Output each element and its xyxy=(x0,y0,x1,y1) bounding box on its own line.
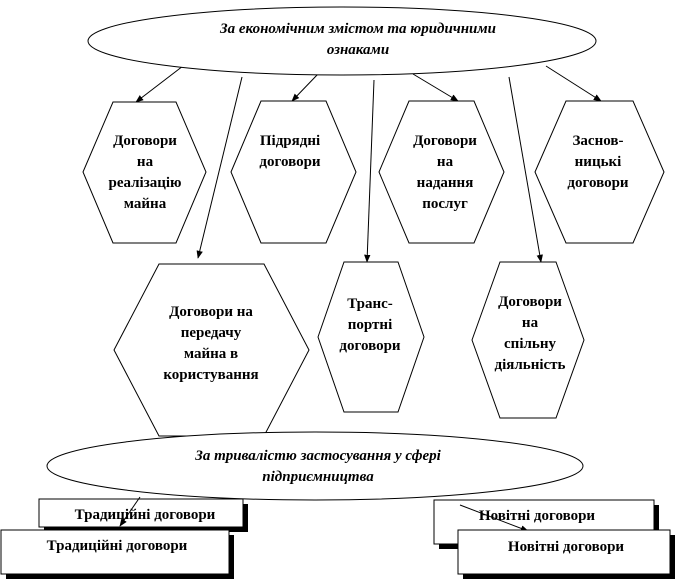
connector-arrows xyxy=(135,65,602,263)
arrow-to-transport xyxy=(364,79,375,263)
box-traditional-front: Традиційні договори xyxy=(0,529,234,579)
arrow-to-contracting xyxy=(291,73,319,102)
hex-use-transfer-line4: користування xyxy=(163,367,258,383)
bottom-ellipse-line2: підприємництва xyxy=(262,469,374,485)
hex-services-line1: Договори xyxy=(413,133,477,149)
arrow-to-joint-activity xyxy=(508,76,543,263)
hex-founding-line2: ницькі xyxy=(575,154,622,170)
hex-realization-line3: реалізацію xyxy=(108,175,181,191)
box-new-front: Новітні договори xyxy=(457,529,675,579)
arrow-to-new xyxy=(459,504,529,532)
hex-realization-line2: на xyxy=(137,154,154,170)
arrow-to-use-transfer xyxy=(196,76,243,259)
hexagon-founding: Заснов- ницькі договори xyxy=(534,100,665,244)
hex-joint-activity-line2: на xyxy=(522,315,539,331)
hex-founding-line1: Заснов- xyxy=(573,133,624,149)
hex-joint-activity-line3: спільну xyxy=(504,336,556,352)
box-traditional-back-label: Традиційні договори xyxy=(75,507,216,523)
top-ellipse-line2: ознаками xyxy=(327,42,389,58)
hex-realization-line1: Договори xyxy=(113,133,177,149)
bottom-criterion-ellipse: За тривалістю застосування у сфері підпр… xyxy=(46,431,584,501)
arrow-to-realization xyxy=(135,65,184,103)
hex-use-transfer-line1: Договори на xyxy=(169,304,253,320)
hex-services-line3: надання xyxy=(417,175,474,191)
hex-services-line4: послуг xyxy=(422,196,468,212)
hex-transport-line3: договори xyxy=(339,338,400,354)
box-traditional-back: Традиційні договори xyxy=(38,498,248,532)
hex-founding-line3: договори xyxy=(567,175,628,191)
hexagon-use-transfer: Договори на передачу майна в користуванн… xyxy=(113,263,310,437)
hexagon-transport: Транс- портні договори xyxy=(317,261,425,413)
hex-contracting-line1: Підрядні xyxy=(260,133,320,149)
hex-use-transfer-line3: майна в xyxy=(184,346,238,362)
hex-use-transfer-line2: передачу xyxy=(181,325,242,341)
arrow-to-services xyxy=(412,73,459,102)
hex-contracting-line2: договори xyxy=(259,154,320,170)
hex-joint-activity-line4: діяльність xyxy=(495,357,566,373)
hexagon-realization: Договори на реалізацію майна xyxy=(82,101,207,244)
box-new-back-label: Новітні договори xyxy=(479,508,595,524)
hex-realization-line4: майна xyxy=(124,196,167,212)
arrow-to-traditional xyxy=(119,496,141,527)
hex-transport-line2: портні xyxy=(348,317,392,333)
hex-joint-activity-line1: Договори xyxy=(498,294,562,310)
top-ellipse-line1: За економічним змістом та юридичними xyxy=(219,21,496,37)
top-criterion-ellipse: За економічним змістом та юридичними озн… xyxy=(87,6,597,76)
bottom-ellipse-line1: За тривалістю застосування у сфері xyxy=(194,448,441,464)
hex-services-line2: на xyxy=(437,154,454,170)
hexagon-contracting: Підрядні договори xyxy=(230,100,357,244)
box-traditional-front-label: Традиційні договори xyxy=(47,538,188,554)
hexagon-services: Договори на надання послуг xyxy=(378,100,505,244)
arrow-to-founding xyxy=(545,65,602,102)
hex-transport-line1: Транс- xyxy=(347,296,393,312)
box-new-front-label: Новітні договори xyxy=(508,539,624,555)
hexagon-joint-activity: Договори на спільну діяльність xyxy=(471,261,585,419)
